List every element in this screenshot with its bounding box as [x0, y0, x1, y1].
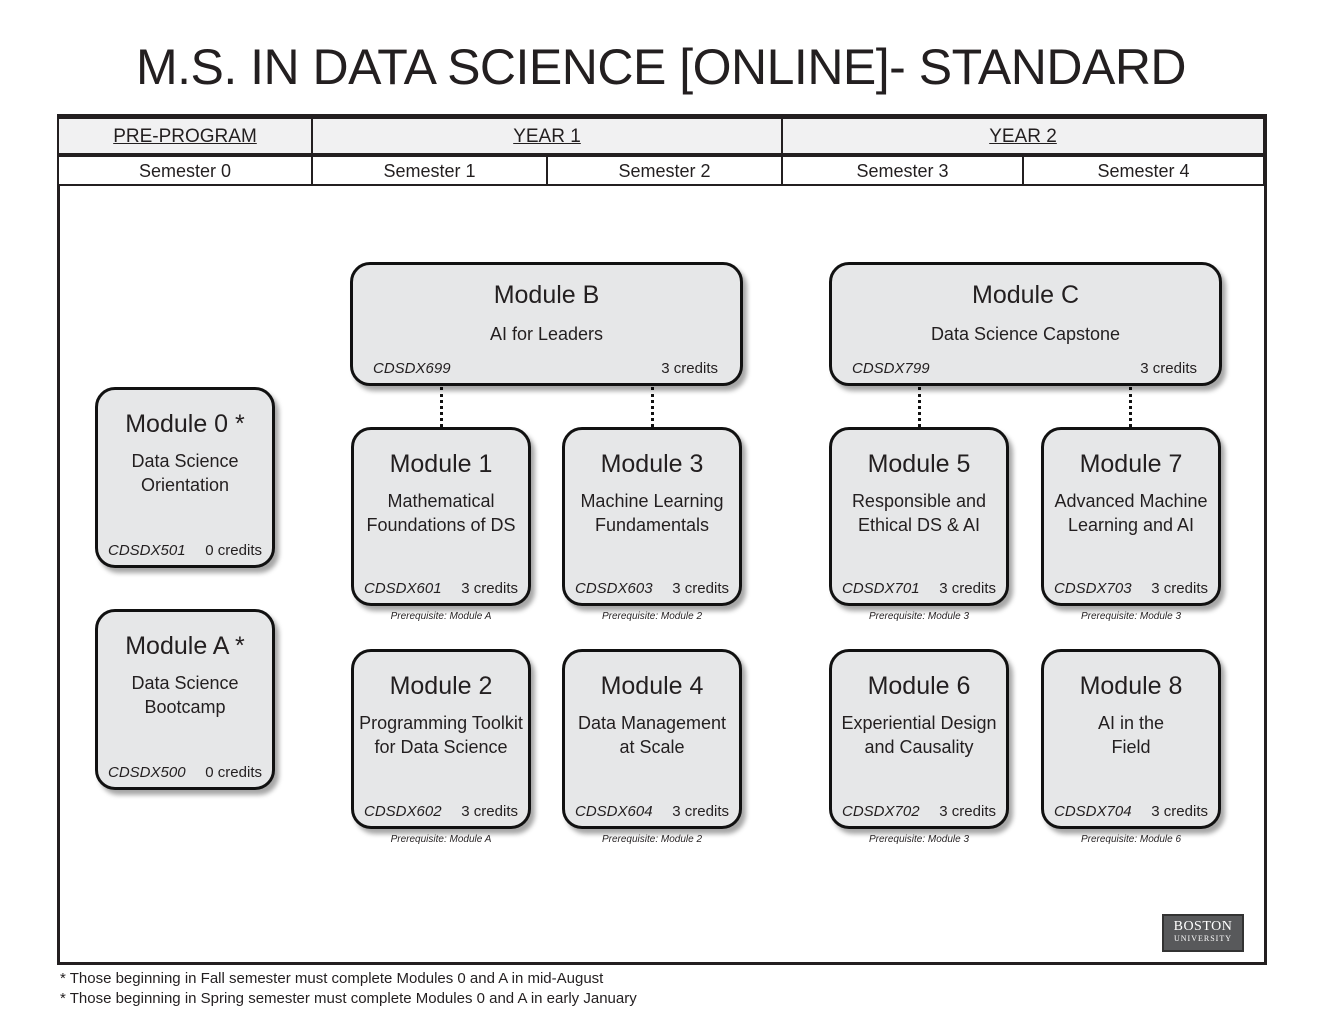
- course-code: CDSDX799: [852, 360, 930, 377]
- prerequisite-note: Prerequisite: Module 3: [1080, 611, 1182, 622]
- course-code: CDSDX699: [373, 360, 451, 377]
- module-footer: CDSDX601 3 credits: [364, 580, 518, 597]
- module-subtitle: Experiential Design and Causality: [841, 713, 997, 757]
- prerequisite-note: Prerequisite: Module A: [390, 611, 492, 622]
- module-title: Module B: [493, 281, 600, 309]
- prerequisite-note: Prerequisite: Module 3: [868, 834, 970, 845]
- credits: 3 credits: [939, 803, 996, 820]
- page-title: M.S. IN DATA SCIENCE [ONLINE]- STANDARD: [135, 39, 1187, 95]
- prerequisite-note: Prerequisite: Module 6: [1080, 834, 1182, 845]
- module-footer: CDSDX703 3 credits: [1054, 580, 1208, 597]
- course-code: CDSDX704: [1054, 803, 1132, 820]
- module-title: Module 4: [600, 672, 704, 700]
- header-semester-1: Semester 1: [311, 155, 548, 186]
- credits: 0 credits: [205, 542, 262, 559]
- prerequisite-note: Prerequisite: Module 3: [868, 611, 970, 622]
- connector-c-m7: [1129, 387, 1132, 427]
- module-subtitle: Programming Toolkit for Data Science: [359, 713, 523, 757]
- module-title: Module 2: [389, 672, 493, 700]
- module-subtitle: Machine Learning Fundamentals: [580, 491, 724, 535]
- module-subtitle: Data Science Orientation: [131, 451, 239, 495]
- module-subtitle: Data Science Bootcamp: [131, 673, 239, 717]
- module-title: Module A *: [125, 632, 245, 660]
- header-year-1: YEAR 1: [311, 117, 783, 155]
- footnote-spring: * Those beginning in Spring semester mus…: [60, 990, 637, 1007]
- module-footer: CDSDX704 3 credits: [1054, 803, 1208, 820]
- module-title: Module 7: [1079, 450, 1183, 478]
- module-title: Module 5: [867, 450, 971, 478]
- module-title: Module C: [972, 281, 1079, 309]
- prerequisite-note: Prerequisite: Module 2: [601, 611, 703, 622]
- course-code: CDSDX603: [575, 580, 653, 597]
- course-code: CDSDX701: [842, 580, 920, 597]
- module-subtitle: Mathematical Foundations of DS: [366, 491, 516, 535]
- module-footer: CDSDX501 0 credits: [108, 542, 262, 559]
- credits: 3 credits: [1151, 803, 1208, 820]
- credits: 3 credits: [939, 580, 996, 597]
- credits: 0 credits: [205, 764, 262, 781]
- module-card-5: Module 5 Responsible and Ethical DS & AI C…: [829, 427, 1009, 606]
- boston-university-logo: BOSTON UNIVERSITY: [1162, 914, 1244, 952]
- module-card-6: Module 6 Experiential Design and Causalit…: [829, 649, 1009, 829]
- header-semester-0: Semester 0: [57, 155, 313, 186]
- credits: 3 credits: [461, 580, 518, 597]
- header-semester-2: Semester 2: [546, 155, 783, 186]
- diagram-frame: [57, 114, 1267, 965]
- module-subtitle: Data Science Capstone: [930, 324, 1121, 344]
- course-code: CDSDX601: [364, 580, 442, 597]
- module-title: Module 3: [600, 450, 704, 478]
- header-semester-3: Semester 3: [781, 155, 1024, 186]
- module-title: Module 1: [389, 450, 493, 478]
- module-footer: CDSDX603 3 credits: [575, 580, 729, 597]
- module-footer: CDSDX604 3 credits: [575, 803, 729, 820]
- module-subtitle: Responsible and Ethical DS & AI: [851, 491, 987, 535]
- credits: 3 credits: [1151, 580, 1208, 597]
- credits: 3 credits: [1140, 360, 1197, 377]
- course-code: CDSDX604: [575, 803, 653, 820]
- module-footer: CDSDX699 3 credits: [373, 360, 718, 377]
- module-subtitle: Advanced Machine Learning and AI: [1054, 491, 1208, 535]
- connector-c-m5: [918, 387, 921, 427]
- logo-line-2: UNIVERSITY: [1174, 934, 1232, 943]
- module-title: Module 8: [1079, 672, 1183, 700]
- header-year-2: YEAR 2: [781, 117, 1265, 155]
- module-footer: CDSDX799 3 credits: [852, 360, 1197, 377]
- footnote-fall: * Those beginning in Fall semester must …: [60, 970, 604, 987]
- credits: 3 credits: [672, 803, 729, 820]
- course-code: CDSDX703: [1054, 580, 1132, 597]
- module-footer: CDSDX701 3 credits: [842, 580, 996, 597]
- module-title: Module 0 *: [125, 410, 245, 438]
- module-card-7: Module 7 Advanced Machine Learning and AI…: [1041, 427, 1221, 606]
- module-subtitle: AI for Leaders: [489, 324, 604, 344]
- module-card-2: Module 2 Programming Toolkit for Data Sci…: [351, 649, 531, 829]
- header-pre-program: PRE-PROGRAM: [57, 117, 313, 155]
- prerequisite-note: Prerequisite: Module 2: [601, 834, 703, 845]
- credits: 3 credits: [672, 580, 729, 597]
- module-footer: CDSDX602 3 credits: [364, 803, 518, 820]
- module-subtitle: AI in the Field: [1097, 713, 1165, 757]
- module-footer: CDSDX702 3 credits: [842, 803, 996, 820]
- module-card-1: Module 1 Mathematical Foundations of DS CD…: [351, 427, 531, 606]
- credits: 3 credits: [461, 803, 518, 820]
- connector-b-m3: [651, 387, 654, 427]
- logo-line-1: BOSTON: [1173, 919, 1233, 934]
- module-title: Module 6: [867, 672, 971, 700]
- course-code: CDSDX500: [108, 764, 186, 781]
- course-code: CDSDX501: [108, 542, 186, 559]
- course-code: CDSDX602: [364, 803, 442, 820]
- course-code: CDSDX702: [842, 803, 920, 820]
- header-semester-4: Semester 4: [1022, 155, 1265, 186]
- module-footer: CDSDX500 0 credits: [108, 764, 262, 781]
- module-subtitle: Data Management at Scale: [577, 713, 727, 757]
- credits: 3 credits: [661, 360, 718, 377]
- prerequisite-note: Prerequisite: Module A: [390, 834, 492, 845]
- connector-b-m1: [440, 387, 443, 427]
